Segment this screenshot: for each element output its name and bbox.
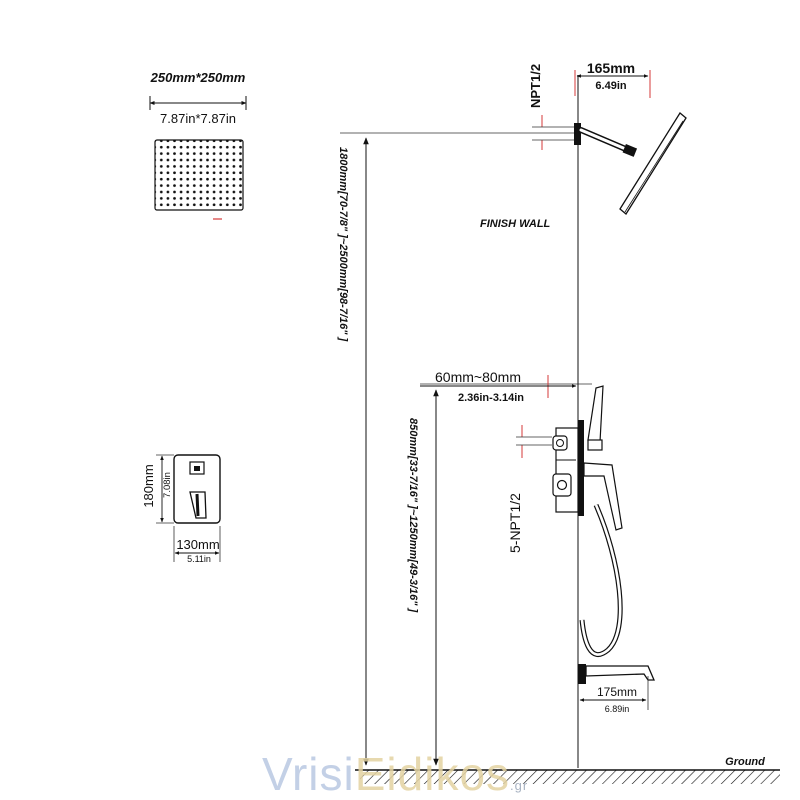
shower-hose [579,504,623,658]
valve-lever-handle [583,462,623,531]
ground-label: Ground [725,756,765,768]
valve-height-dimension: 850mm[33-7/16" ]~1250mm[49-3/16" ] [407,383,592,766]
tub-spout-side-view: 175mm 6.89in [578,664,655,714]
total-height-label: 1800mm[70-7/8" ]~2500mm[98-7/16" ] [337,147,349,342]
ground: Ground [355,756,780,784]
shower-head-plan-view: 250mm*250mm 7.87in*7.87in [149,70,247,220]
shower-inlet-label: NPT1/2 [528,64,543,108]
shower-head-size-in: 7.87in*7.87in [160,111,236,126]
valve-height-label: 850mm[33-7/16" ]~1250mm[49-3/16" ] [407,418,419,613]
trim-plate-front-view: 180mm 7.08in 130mm 5.11in [141,454,221,564]
trim-plate-height-mm: 180mm [141,464,156,507]
trim-plate [173,454,221,524]
valve-depth-in: 2.36in-3.14in [458,392,524,404]
valve-side-view: 60mm~80mm 2.36in-3.14in 5-NPT1/2 [420,369,623,658]
watermark-logo: VrisiEidikos.gr [262,748,528,800]
trim-plate-width-in: 5.11in [187,554,211,564]
valve-depth-mm: 60mm~80mm [435,369,521,385]
valve-inlets-label: 5-NPT1/2 [507,493,523,553]
shower-head-size-mm: 250mm*250mm [150,70,246,85]
lever-handle-icon [189,491,207,519]
diverter-knob-icon [189,461,205,475]
shower-arm-side-view: NPT1/2 165mm 6.49in [528,60,687,215]
arm-length-in: 6.49in [595,80,626,92]
trim-plate-edge [578,420,584,516]
shower-head-square [154,139,244,211]
trim-plate-height-in: 7.08in [162,472,173,498]
shower-head-plate [619,112,687,215]
trim-plate-width-mm: 130mm [176,537,219,552]
spout-length-in: 6.89in [605,704,630,714]
spout-length-mm: 175mm [597,685,637,699]
wall-flange [574,123,581,145]
hand-shower-icon [587,385,604,443]
arm-length-mm: 165mm [587,60,635,76]
finish-wall-label: FINISH WALL [480,218,551,230]
tub-spout [585,665,655,681]
total-height-dimension: 1800mm[70-7/8" ]~2500mm[98-7/16" ] [337,132,578,766]
